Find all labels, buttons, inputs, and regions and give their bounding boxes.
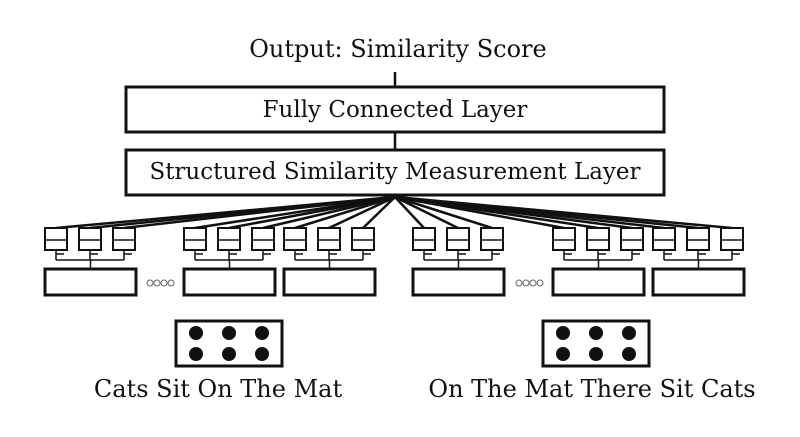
filter-unit [446, 227, 470, 251]
feature-group [182, 227, 277, 297]
filter-unit [283, 227, 307, 251]
embedding-dot [222, 326, 236, 340]
output-label: Output: Similarity Score [249, 35, 546, 63]
pooling-bar [282, 267, 377, 297]
filter-unit [480, 227, 504, 251]
filter-unit [652, 227, 676, 251]
filter-unit [412, 227, 436, 251]
embedding-dot [556, 347, 570, 361]
embedding-dot [622, 347, 636, 361]
pooling-bar [43, 267, 138, 297]
filter-unit [586, 227, 610, 251]
sentence-label-right: On The Mat There Sit Cats [428, 375, 755, 403]
fan-out-connections [55, 195, 733, 230]
fan-line [123, 195, 396, 230]
ellipsis-marker [515, 279, 544, 287]
embedding-dot [556, 326, 570, 340]
ellipsis-dot [146, 279, 154, 287]
filter-unit [251, 227, 275, 251]
feature-group [43, 227, 138, 297]
ellipsis-markers [146, 279, 544, 287]
embedding-dot [589, 347, 603, 361]
embedding-dot [255, 347, 269, 361]
filter-unit [351, 227, 375, 251]
input-matrix [174, 319, 284, 368]
pooling-bar [651, 267, 746, 297]
fan-line [394, 195, 459, 230]
feature-group [411, 227, 506, 297]
fan-line [228, 195, 396, 230]
fan-line [394, 196, 425, 229]
embedding-dot [622, 326, 636, 340]
ellipsis-dot [153, 279, 161, 287]
fan-line [262, 195, 396, 230]
sentence-label-left: Cats Sit On The Mat [94, 375, 343, 403]
ellipsis-marker [146, 279, 175, 287]
filter-unit [686, 227, 710, 251]
embedding-dot [589, 326, 603, 340]
ellipsis-dot [160, 279, 168, 287]
feature-group [282, 227, 377, 297]
fan-line [362, 196, 396, 229]
filter-unit [317, 227, 341, 251]
pooling-bar [411, 267, 506, 297]
ellipsis-dot [529, 279, 537, 287]
pooling-bar [182, 267, 277, 297]
embedding-dot [255, 326, 269, 340]
filter-unit [620, 227, 644, 251]
ellipsis-dot [515, 279, 523, 287]
feature-group [651, 227, 746, 297]
fully-connected-layer-label: Fully Connected Layer [263, 97, 528, 123]
filter-unit [720, 227, 744, 251]
filter-unit [112, 227, 136, 251]
fan-line [394, 195, 733, 230]
input-matrices [174, 319, 651, 368]
ellipsis-dot [167, 279, 175, 287]
ssm-layer-box [124, 148, 666, 197]
input-matrix [541, 319, 651, 368]
ellipsis-dot [522, 279, 530, 287]
pooling-bar [551, 267, 646, 297]
fan-line [328, 195, 396, 230]
filter-unit [44, 227, 68, 251]
filter-unit [183, 227, 207, 251]
filter-unit [78, 227, 102, 251]
fan-line [394, 195, 493, 230]
filter-unit [217, 227, 241, 251]
ellipsis-dot [536, 279, 544, 287]
feature-group [551, 227, 646, 297]
fan-line [294, 195, 396, 230]
embedding-dot [222, 347, 236, 361]
feature-map-groups [43, 227, 746, 297]
filter-unit [552, 227, 576, 251]
embedding-dot [189, 326, 203, 340]
ssm-layer-label: Structured Similarity Measurement Layer [149, 159, 640, 185]
embedding-dot [189, 347, 203, 361]
